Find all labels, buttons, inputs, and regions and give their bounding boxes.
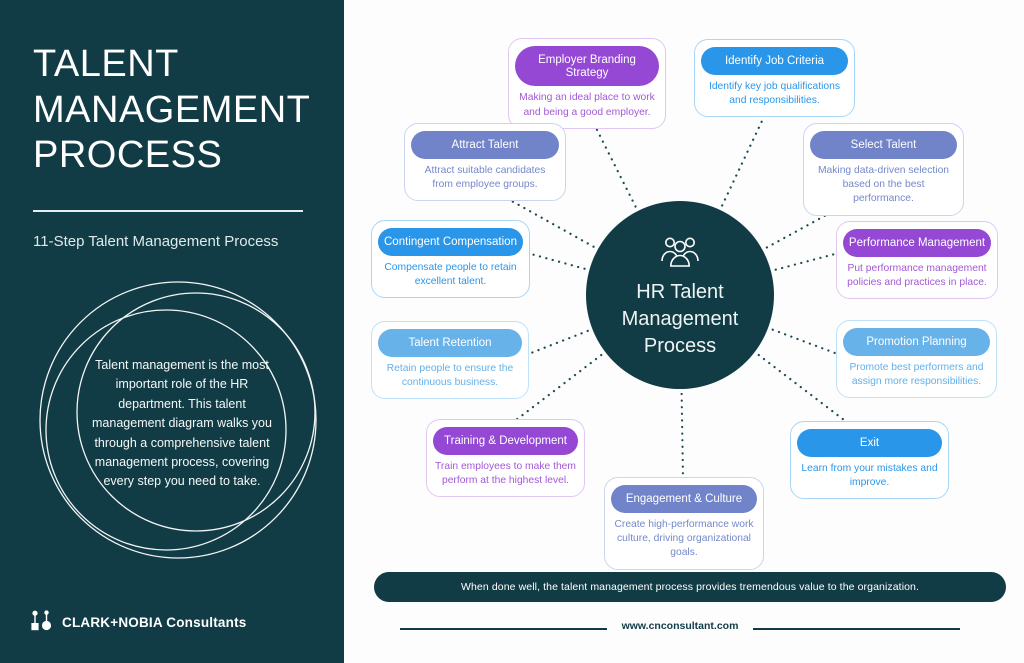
people-group-icon <box>661 237 699 267</box>
node-label: Engagement & Culture <box>611 485 757 513</box>
intro-paragraph: Talent management is the most important … <box>92 358 272 489</box>
node-identify-job-criteria: Identify Job Criteria Identify key job q… <box>694 39 855 118</box>
footer-divider-right <box>753 628 960 630</box>
footer-divider-left <box>400 628 607 630</box>
node-label: Promotion Planning <box>843 328 990 356</box>
node-label: Performance Management <box>843 229 991 257</box>
node-label: Exit <box>797 429 942 457</box>
node-training-development: Training & Development Train employees t… <box>426 419 585 498</box>
node-label: Select Talent <box>810 131 957 159</box>
node-employer-branding-strategy: Employer Branding Strategy Making an ide… <box>508 38 666 130</box>
brand-footer: CLARK+NOBIA Consultants <box>30 610 246 635</box>
node-talent-retention: Talent Retention Retain people to ensure… <box>371 321 529 400</box>
node-attract-talent: Attract Talent Attract suitable candidat… <box>404 123 566 202</box>
node-description: Making an ideal place to work and being … <box>519 92 655 118</box>
brand-name: CLARK+NOBIA Consultants <box>62 615 247 630</box>
node-label: Training & Development <box>433 427 578 455</box>
node-engagement-culture: Engagement & Culture Create high-perform… <box>604 477 764 570</box>
summary-banner-text: When done well, the talent management pr… <box>460 581 920 593</box>
node-promotion-planning: Promotion Planning Promote best performe… <box>836 320 997 399</box>
node-description: Create high-performance work culture, dr… <box>614 518 754 559</box>
node-description: Identify key job qualifications and resp… <box>708 80 841 107</box>
network-logo-icon <box>31 610 52 631</box>
node-description: Attract suitable candidates from employe… <box>424 164 546 191</box>
node-label: Contingent Compensation <box>378 228 523 256</box>
summary-banner: When done well, the talent management pr… <box>374 572 1006 602</box>
node-label: Identify Job Criteria <box>701 47 848 75</box>
node-description: Making data-driven selection based on th… <box>817 164 950 205</box>
node-performance-management: Performance Management Put performance m… <box>836 221 998 300</box>
node-exit: Exit Learn from your mistakes and improv… <box>790 421 949 500</box>
decorative-circles <box>39 281 317 559</box>
central-hub: HR Talent Management Process <box>586 201 774 389</box>
node-description: Train employees to make them perform at … <box>435 460 576 487</box>
node-label: Employer Branding Strategy <box>515 46 659 87</box>
node-contingent-compensation: Contingent Compensation Compensate peopl… <box>371 220 530 299</box>
node-description: Put performance management policies and … <box>847 262 987 289</box>
page-title: TALENT MANAGEMENT PROCESS <box>33 43 310 177</box>
node-description: Promote best performers and assign more … <box>849 361 984 388</box>
node-description: Retain people to ensure the continuous b… <box>386 362 514 389</box>
node-label: Talent Retention <box>378 329 522 357</box>
hub-title: HR Talent Management Process <box>621 280 739 357</box>
node-label: Attract Talent <box>411 131 559 159</box>
website-url: www.cnconsultant.com <box>621 620 739 632</box>
node-select-talent: Select Talent Making data-driven selecti… <box>803 123 964 216</box>
node-description: Compensate people to retain excellent ta… <box>384 261 517 288</box>
node-description: Learn from your mistakes and improve. <box>801 462 938 489</box>
page-subtitle: 11-Step Talent Management Process <box>33 233 279 250</box>
title-divider <box>33 210 303 212</box>
sidebar-panel: TALENT MANAGEMENT PROCESS 11-Step Talent… <box>0 0 344 663</box>
